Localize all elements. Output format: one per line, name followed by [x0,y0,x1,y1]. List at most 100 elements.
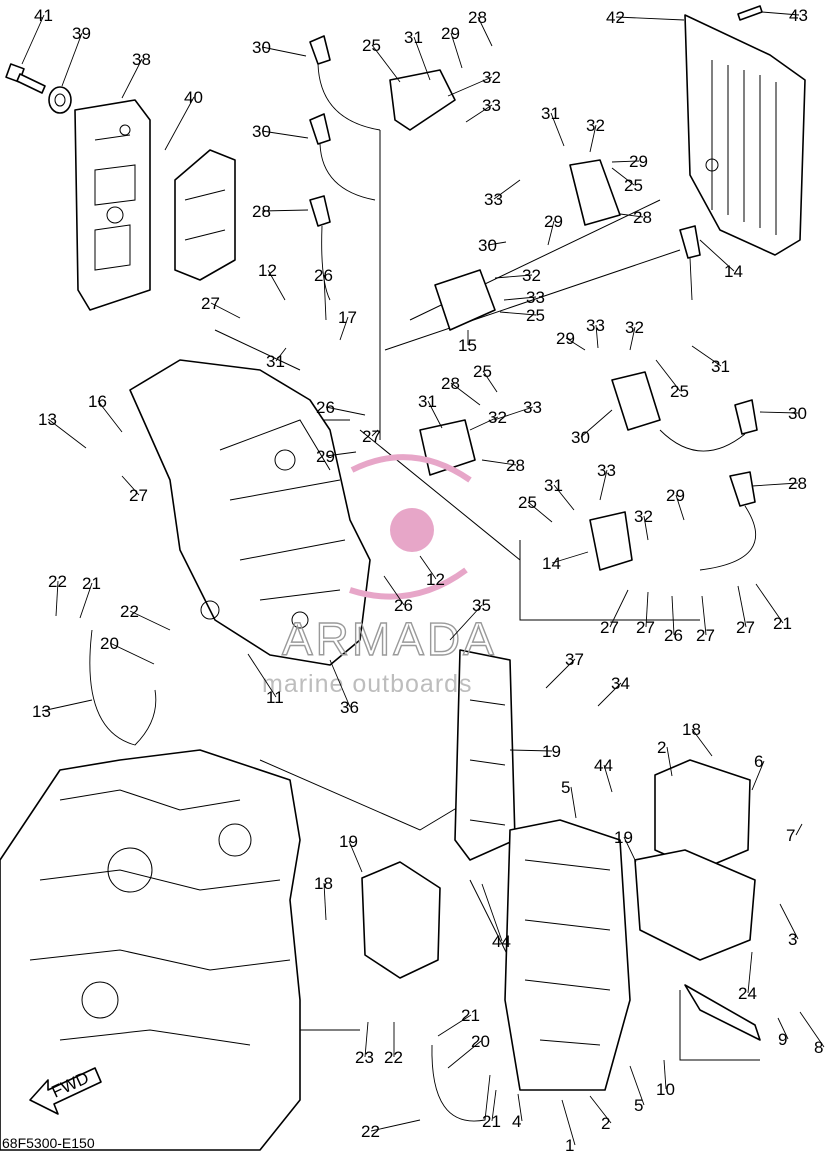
callout-number: 26 [316,398,335,417]
callout-leader [481,883,503,942]
callout-leader [545,658,576,689]
diagram-code: 68F5300-E150 [2,1135,95,1151]
callout-number: 5 [561,778,570,797]
callout-leader [755,583,784,624]
callout-number: 36 [340,698,359,717]
callout-number: 44 [594,756,613,775]
control-unit-part-18a [654,759,751,871]
unit-part-6 [361,861,441,979]
callout-number: 30 [252,122,271,141]
callout-leader [551,551,589,564]
callout-number: 27 [696,626,715,645]
callout-number: 26 [314,266,333,285]
callout-leader [615,16,685,21]
callout-number: 31 [711,357,730,376]
callout-leader [450,382,481,406]
callout-leader [580,409,613,438]
callout-number: 26 [664,626,683,645]
callout-leader [503,296,537,301]
callout-leader [491,1089,497,1122]
callout-number: 29 [666,486,685,505]
callout-number: 18 [682,720,701,739]
callout-number: 19 [542,742,561,761]
callout-leader [599,469,608,501]
main-bracket-part-11 [129,359,371,666]
callout-number: 28 [441,374,460,393]
callout-leader [447,1040,482,1069]
callout-number: 34 [611,674,630,693]
control-unit-part-18b [634,849,756,961]
watermark-brand: ARMADA [282,613,497,665]
callout-leader [589,1095,612,1124]
callout-leader [655,359,681,392]
callout-number: 21 [482,1112,501,1131]
callout-leader [611,167,635,186]
callout-leader [427,400,443,429]
callout-leader [261,130,309,139]
callout-leader [109,642,155,665]
callout-number: 22 [361,1122,380,1141]
callout-number: 33 [526,288,545,307]
callout-number: 31 [541,104,560,123]
callout-leader [643,515,649,541]
callout-number: 7 [786,826,795,845]
callout-number: 40 [184,88,203,107]
callout-number: 25 [518,493,537,512]
callout-number: 29 [629,152,648,171]
callout-leader [795,823,803,836]
callout-number: 32 [482,68,501,87]
ignition-coil-c [434,269,496,331]
callout-leader [666,746,673,777]
callout-number: 32 [625,318,644,337]
callout-number: 19 [614,828,633,847]
callout-number: 32 [634,507,653,526]
callout-number: 31 [418,392,437,411]
callout-number: 11 [266,688,284,707]
callout-number: 6 [754,752,763,771]
callout-leader [570,786,577,819]
callout-leader [370,1119,421,1132]
callout-number: 35 [472,596,491,615]
callout-number: 30 [252,38,271,57]
callout-leader [449,604,483,641]
callout-leader [691,345,722,367]
callout-number: 27 [736,618,755,637]
ground-cables [89,629,491,1122]
callout-leader [325,451,357,457]
callout-number: 15 [458,336,477,355]
callout-number: 33 [586,316,605,335]
callout-number: 32 [488,408,507,427]
bolt-part-43 [737,5,763,21]
fwd-arrow-icon [29,1067,102,1115]
callout-leader [645,591,649,628]
plug-caps [309,35,758,571]
callout-leader [553,484,575,511]
callout-leader [348,840,363,873]
callout-number: 23 [355,1048,374,1067]
callout-number: 38 [132,50,151,69]
callout-leader [41,699,93,712]
callout-number: 25 [526,306,545,325]
callout-leader [419,555,437,580]
cover-part-42 [684,14,806,256]
callout-leader [323,274,327,321]
callout-leader [481,459,517,466]
callout-number: 27 [636,618,655,637]
callout-number: 16 [88,392,107,411]
callout-leader [603,764,613,793]
callout-number: 21 [773,614,792,633]
callout-leader [517,1093,523,1122]
callout-leader [247,653,277,698]
callout-leader [623,836,637,863]
bolt-part-41 [5,63,46,94]
callout-number: 28 [468,8,487,27]
callout-leader [499,311,537,316]
callout-leader [371,429,379,437]
callout-leader [469,416,499,431]
callout-number: 13 [32,702,51,721]
callout-number: 26 [394,596,413,615]
callout-number: 29 [556,329,575,348]
callout-number: 44 [492,932,511,951]
callout-leader [777,1017,789,1040]
